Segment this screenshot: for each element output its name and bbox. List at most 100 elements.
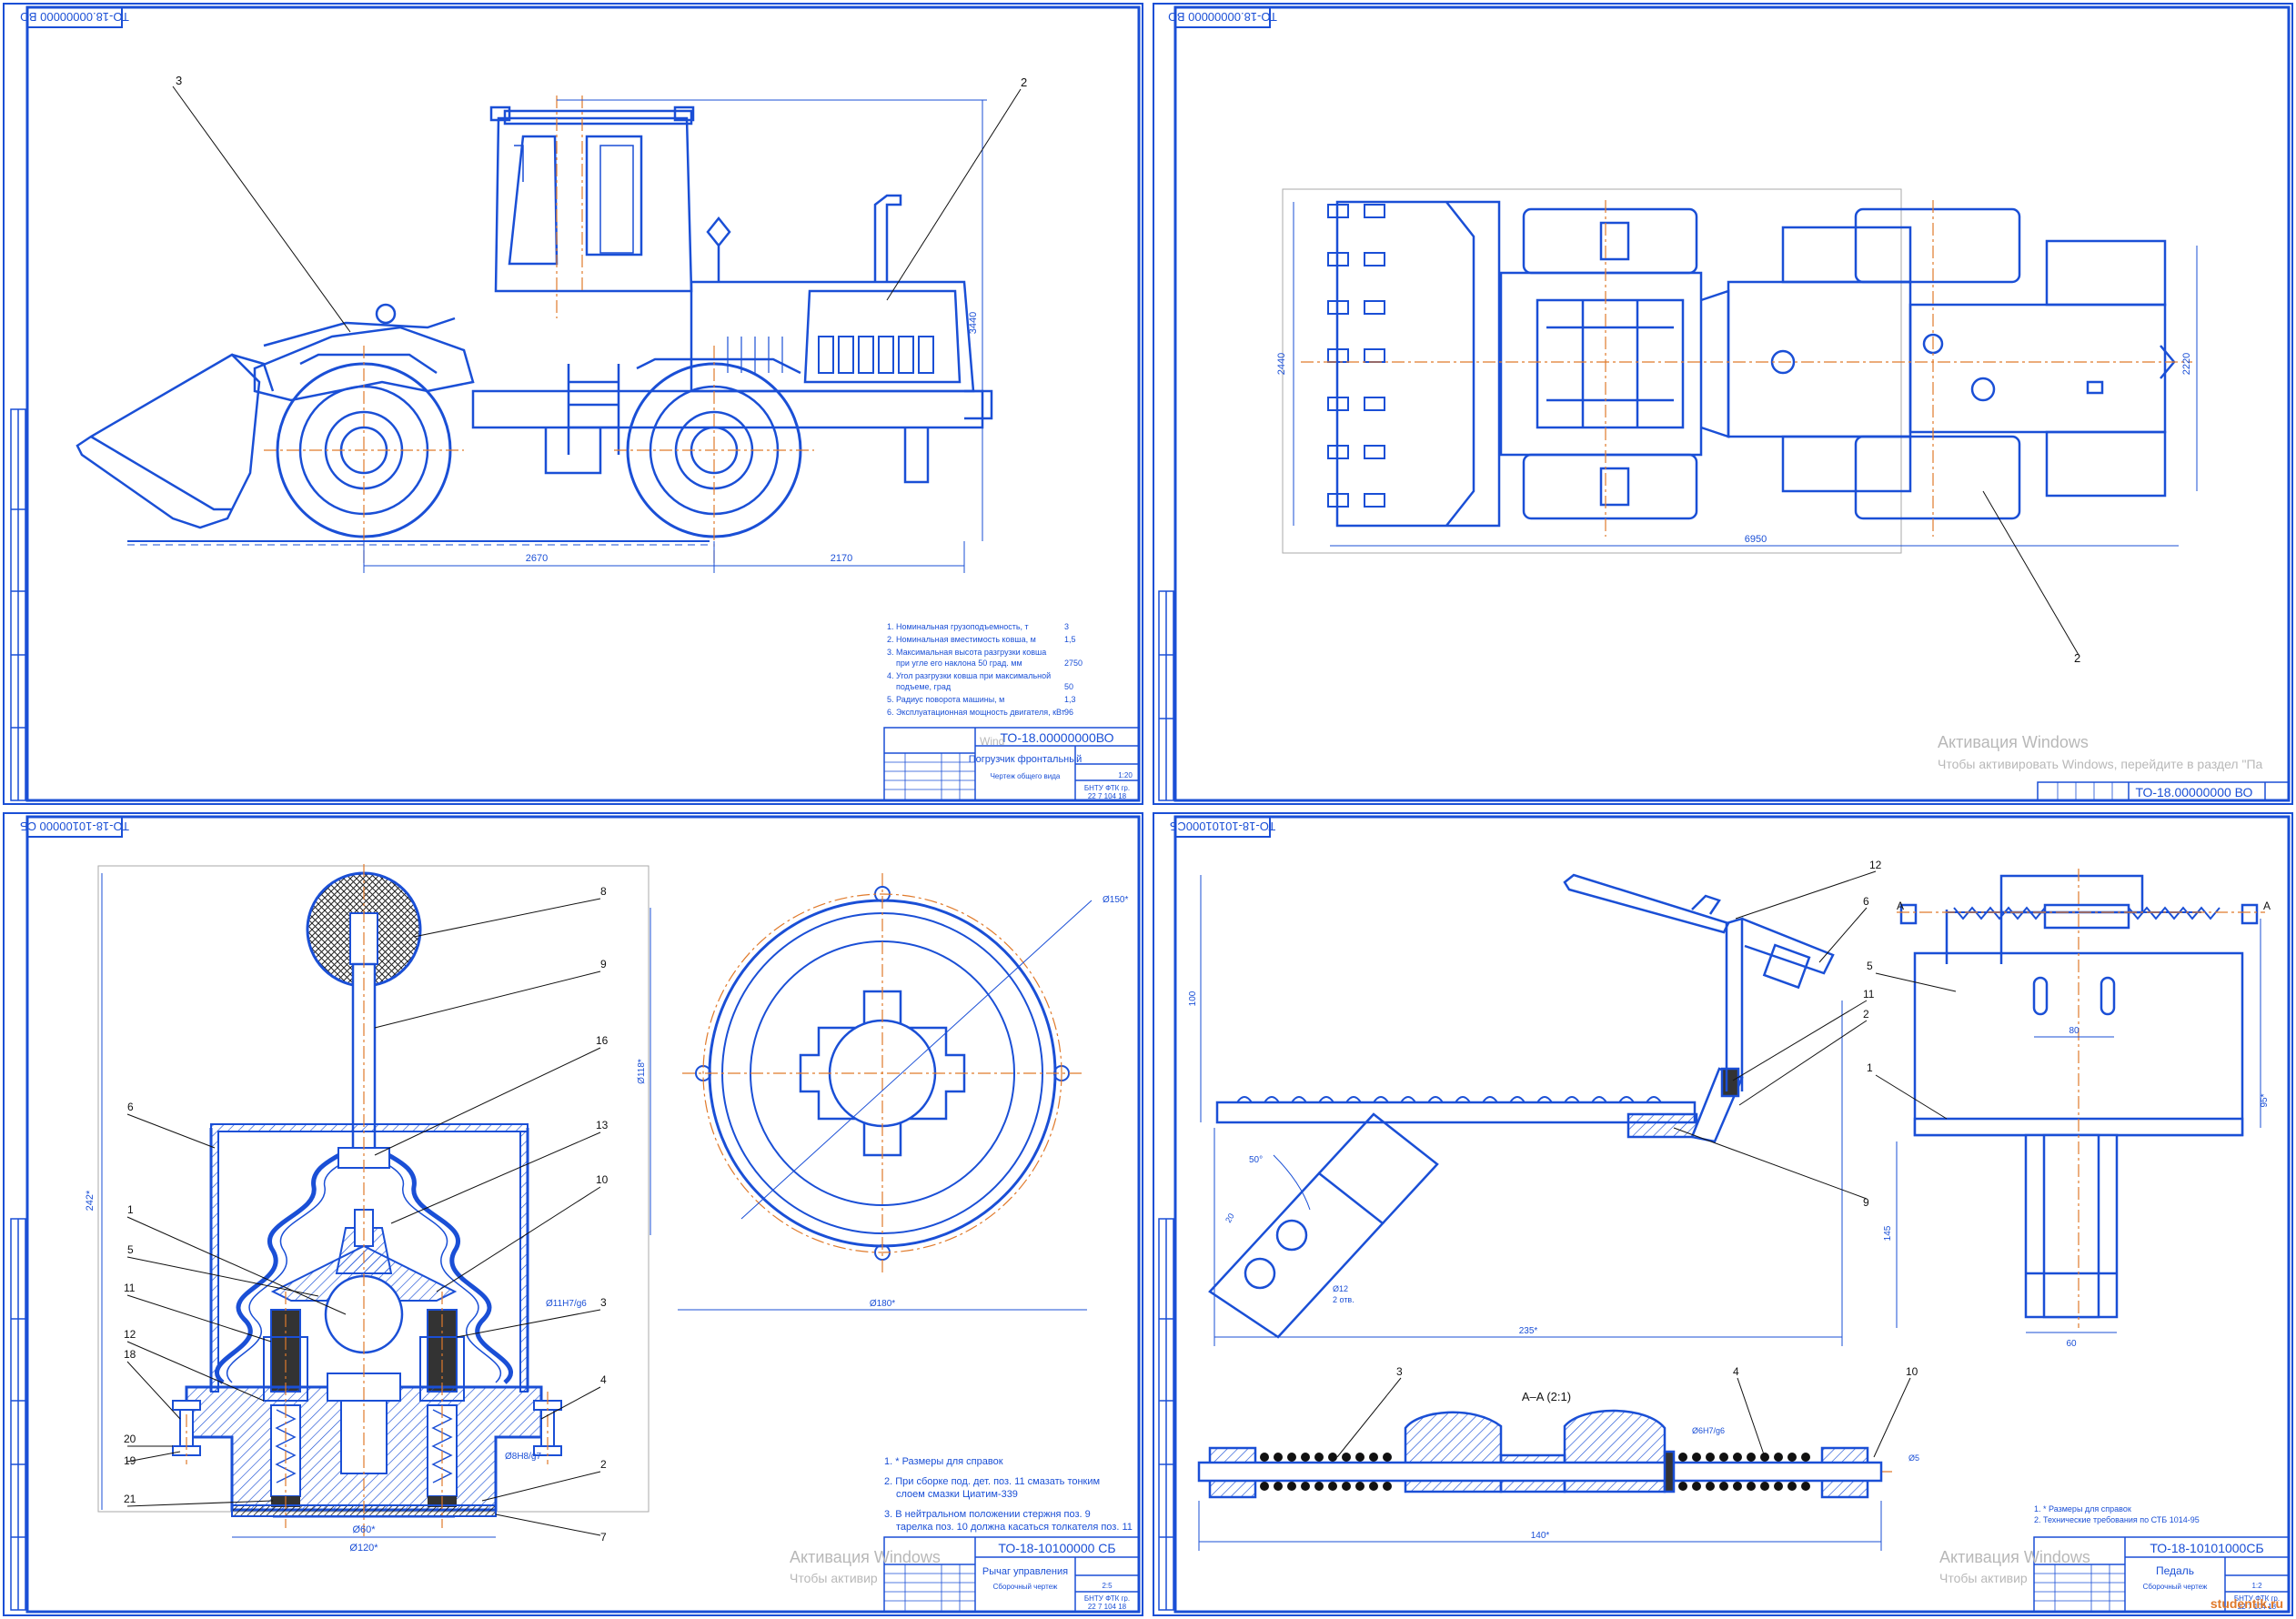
title-block (2037, 781, 2290, 801)
svg-text:145: 145 (1883, 1225, 1893, 1241)
sheet-plan-view: ТО-18.00000000 ВО (1153, 3, 2293, 805)
svg-text:Сборочный чертеж: Сборочный чертеж (2143, 1583, 2208, 1591)
position-11: 10 (1906, 1365, 1918, 1378)
tech-specs: 1. Номинальная грузоподъемность, т 3 2. Н… (887, 622, 1083, 717)
position-4: 4 (1733, 1365, 1739, 1378)
svg-text:2. При сборке под. дет. поз. 1: 2. При сборке под. дет. поз. 11 смазать … (884, 1476, 1100, 1487)
watermark-text: Чтобы активировать Windows, перейдите в … (1938, 757, 2263, 771)
svg-text:слоем смазки Циатим-339: слоем смазки Циатим-339 (896, 1489, 1018, 1500)
dim-wheelbase: 2670 (526, 553, 548, 564)
svg-text:Ø6H7/g6: Ø6H7/g6 (1692, 1426, 1725, 1435)
position-20: 20 (124, 1433, 136, 1445)
sheet-control-lever: ТО-18-10100000 СБ (3, 812, 1143, 1616)
svg-text:Ø60*: Ø60* (352, 1524, 376, 1535)
sheet-code-rotated: ТО-18.00000000 ВО (1168, 10, 1277, 24)
tech-notes: 1. * Размеры для справок 2. При сборке п… (884, 1456, 1133, 1533)
position-4: 4 (600, 1373, 607, 1386)
svg-text:Wind: Wind (980, 735, 1004, 748)
svg-text:4. Угол разгрузки ковша при ма: 4. Угол разгрузки ковша при максимальной (887, 671, 1051, 680)
position-5: 5 (1867, 960, 1873, 972)
position-2: 2 (1021, 75, 1027, 89)
leader-lines (126, 898, 601, 1536)
title-name: Рычаг управления (982, 1566, 1068, 1577)
title-scale: 2:5 (1102, 1582, 1113, 1590)
position-9: 9 (1863, 1196, 1869, 1209)
svg-text:2. Технические требования по С: 2. Технические требования по СТБ 1014-95 (2034, 1515, 2200, 1524)
section-title: A–A (2:1) (1522, 1390, 1571, 1403)
position-21: 21 (124, 1493, 136, 1505)
position-2: 2 (2074, 651, 2080, 665)
position-2: 2 (1863, 1008, 1869, 1021)
loader-top-view (1327, 200, 2176, 528)
svg-text:22 7 104 18: 22 7 104 18 (1088, 792, 1127, 800)
position-18: 19 (124, 1454, 136, 1467)
position-11: 11 (124, 1282, 136, 1294)
tech-notes: 1. * Размеры для справок 2. Технические … (2034, 1504, 2200, 1524)
svg-text:1. Номинальная грузоподъемност: 1. Номинальная грузоподъемность, т (887, 622, 1029, 631)
svg-text:6. Эксплуатационная мощность д: 6. Эксплуатационная мощность двигателя, … (887, 708, 1065, 717)
sheet-code-rotated: ТО-18-10101000СБ (1170, 820, 1275, 833)
svg-text:Ø5: Ø5 (1908, 1453, 1919, 1463)
dim-rear: 2170 (831, 553, 852, 564)
svg-text:2750: 2750 (1064, 659, 1083, 668)
svg-text:140*: 140* (1531, 1531, 1550, 1541)
svg-text:22 7 104 18: 22 7 104 18 (2238, 1603, 2277, 1611)
dim-bottom-dia: Ø120* (349, 1543, 378, 1554)
svg-text:2 отв.: 2 отв. (1333, 1295, 1354, 1304)
watermark-title: Активация Windows (1939, 1548, 2090, 1566)
center-lines (682, 873, 1083, 1273)
svg-text:БНТУ ФТК гр.: БНТУ ФТК гр. (1084, 784, 1130, 792)
leader-lines (1336, 870, 1957, 1458)
svg-text:2. Номинальная вместимость ков: 2. Номинальная вместимость ковша, м (887, 635, 1036, 644)
title-scale: 1:20 (1118, 771, 1133, 779)
position-2: 2 (600, 1458, 607, 1471)
svg-text:Ø8H8/g7: Ø8H8/g7 (505, 1452, 541, 1462)
position-10: 11 (1863, 988, 1875, 1001)
svg-text:3. В нейтральном положении сте: 3. В нейтральном положении стержня поз. … (884, 1509, 1091, 1520)
center-lines (1301, 200, 2192, 537)
dimension-lines (363, 99, 987, 573)
svg-text:1,5: 1,5 (1064, 635, 1076, 644)
sheet-pedal: ТО-18-10101000СБ (1153, 812, 2293, 1616)
svg-text:подъеме, град: подъеме, град (896, 682, 952, 691)
svg-text:50°: 50° (1249, 1155, 1263, 1165)
svg-text:96: 96 (1064, 708, 1073, 717)
svg-text:100: 100 (1188, 991, 1198, 1006)
svg-text:БНТУ ФТК гр.: БНТУ ФТК гр. (1084, 1594, 1130, 1603)
svg-text:Ø11H7/g6: Ø11H7/g6 (546, 1299, 587, 1309)
position-10: 10 (596, 1173, 609, 1186)
svg-text:Ø12: Ø12 (1333, 1284, 1348, 1293)
svg-text:Чтобы активир: Чтобы активир (1939, 1571, 2028, 1585)
position-12: 12 (124, 1328, 136, 1341)
svg-text:3. Максимальная высота разгруз: 3. Максимальная высота разгрузки ковша (887, 648, 1046, 657)
section-mark-a-left: A (1897, 900, 1904, 912)
position-3: 3 (1396, 1365, 1403, 1378)
section-mark-a-right: A (2263, 900, 2271, 912)
svg-text:5. Радиус поворота машины, м: 5. Радиус поворота машины, м (887, 695, 1004, 704)
sheet-code-rotated: ТО-18-10100000 СБ (20, 820, 129, 833)
svg-text:3: 3 (1064, 622, 1069, 631)
svg-text:95*: 95* (2260, 1093, 2270, 1107)
svg-text:Сборочный чертеж: Сборочный чертеж (993, 1583, 1058, 1591)
dimension-lines (1293, 202, 2198, 547)
svg-text:Ø180*: Ø180* (870, 1299, 895, 1309)
svg-text:Ø150*: Ø150* (1103, 895, 1128, 905)
svg-text:тарелка поз. 10 должна касатьс: тарелка поз. 10 должна касаться толкател… (896, 1522, 1133, 1533)
sheet-general-view: ТО-18.00000000 ВО (3, 3, 1143, 805)
title-scale: 1:2 (2251, 1582, 2262, 1590)
position-19: 16 (596, 1034, 609, 1047)
title-code: ТО-18-10100000 СБ (998, 1541, 1115, 1555)
sheet-frame (25, 5, 1141, 802)
svg-text:60: 60 (2066, 1339, 2077, 1349)
position-3: 3 (600, 1296, 607, 1309)
position-6: 6 (1863, 895, 1869, 908)
watermark-title: Активация Windows (1938, 733, 2089, 751)
center-lines (264, 96, 814, 564)
svg-text:1. * Размеры для справок: 1. * Размеры для справок (884, 1456, 1003, 1467)
title-block (883, 1536, 1140, 1613)
binding-strip (10, 408, 26, 801)
svg-text:80: 80 (2069, 1026, 2079, 1036)
svg-text:20: 20 (1224, 1212, 1236, 1224)
position-7: 7 (600, 1531, 607, 1544)
